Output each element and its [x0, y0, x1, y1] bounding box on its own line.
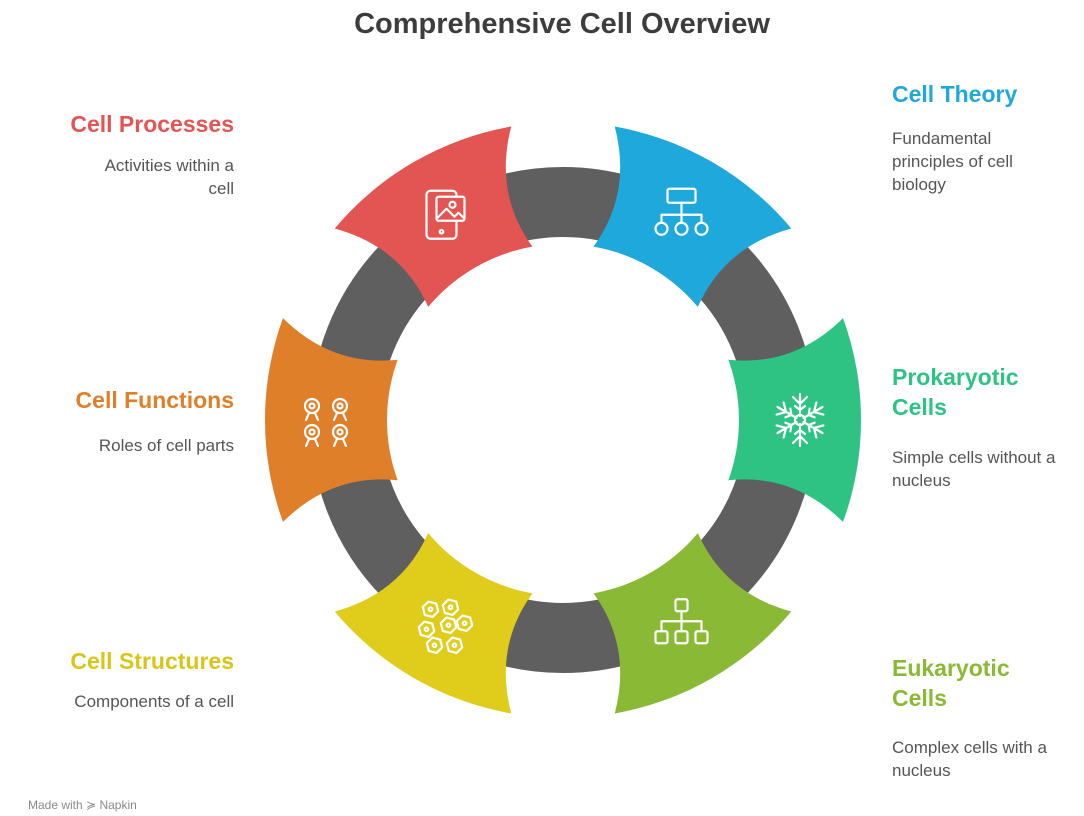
segment-cell-functions — [265, 318, 398, 522]
desc-cell-theory: Fundamental principles of cell biology — [892, 129, 1013, 194]
desc-cell-structures: Components of a cell — [74, 692, 234, 711]
label-cell-theory: Cell Theory — [892, 81, 1018, 107]
footer-prefix: Made with — [28, 798, 83, 812]
desc-cell-processes: Activities within a cell — [104, 156, 234, 198]
label-prokaryotic-cells: Prokaryotic Cells — [892, 364, 1019, 420]
people-icon — [303, 397, 349, 448]
desc-prokaryotic-cells: Simple cells without a nucleus — [892, 448, 1056, 490]
diagram-title: Comprehensive Cell Overview — [354, 8, 770, 40]
label-cell-structures: Cell Structures — [70, 648, 234, 674]
footer-brand: Napkin — [99, 798, 137, 812]
tablet-image-icon — [425, 189, 466, 240]
napkin-logo-icon: ≽ — [86, 798, 97, 812]
org-chart-icon — [654, 598, 709, 645]
made-with-footer: Made with ≽ Napkin — [28, 798, 137, 812]
label-cell-processes: Cell Processes — [70, 111, 234, 137]
desc-cell-functions: Roles of cell parts — [98, 436, 234, 455]
hierarchy-icon — [654, 187, 709, 236]
snowflake-icon — [775, 392, 825, 448]
segment-cell-theory — [593, 126, 792, 307]
label-cell-functions: Cell Functions — [75, 387, 234, 413]
desc-eukaryotic-cells: Complex cells with a nucleus — [892, 738, 1047, 780]
label-eukaryotic-cells: Eukaryotic Cells — [892, 655, 1010, 711]
segment-cell-structures — [334, 533, 533, 714]
segment-eukaryotic-cells — [593, 533, 792, 714]
segment-layer — [265, 126, 861, 714]
segment-cell-processes — [334, 126, 533, 307]
cells-icon — [417, 598, 474, 655]
